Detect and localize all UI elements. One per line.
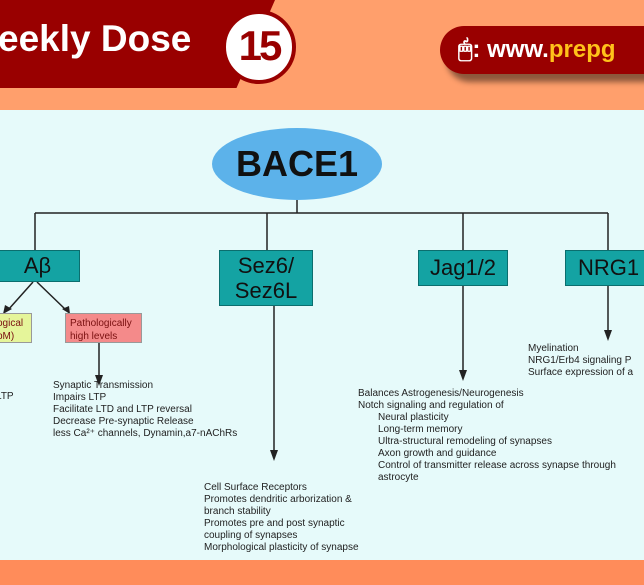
page-title: eekly Dose (0, 18, 192, 59)
physiological-node: ogical pM) (0, 313, 32, 343)
physio-effect: LTP (0, 391, 14, 402)
diagram-slide: BACE1 Aβ Sez6/ Sez6L Jag1/2 NRG1 ogical … (0, 110, 644, 560)
header-banner: eekly Dose 15 🖱: www.prepg (0, 0, 644, 110)
website-link[interactable]: 🖱: www.prepg (440, 26, 644, 74)
connector-lines (3, 200, 612, 461)
patho-effects: Synaptic Transmission Impairs LTP Facili… (53, 380, 238, 439)
abeta-node: Aβ (0, 250, 80, 282)
bace1-node: BACE1 (212, 128, 382, 200)
issue-badge: 15 (222, 10, 296, 84)
nrg1-node: NRG1 (565, 250, 644, 286)
pathological-node: Pathologically high levels (65, 313, 142, 343)
footer-strip (0, 560, 644, 585)
mouse-icon: 🖱 (458, 36, 473, 63)
sez6-node: Sez6/ Sez6L (219, 250, 313, 306)
jag-node: Jag1/2 (418, 250, 508, 286)
nrg1-effects: Myelination NRG1/Erb4 signaling P Surfac… (528, 343, 634, 378)
sez6-effects: Cell Surface Receptors Promotes dendriti… (204, 482, 359, 553)
jag-effects: Balances Astrogenesis/Neurogenesis Notch… (358, 388, 616, 483)
